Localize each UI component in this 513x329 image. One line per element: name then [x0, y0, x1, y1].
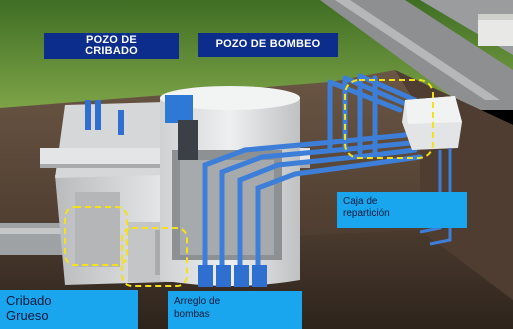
- label-caja-reparticion: Caja de repartición: [337, 192, 467, 228]
- pump-motor-block: [165, 95, 193, 123]
- highlight-bombas: [121, 227, 188, 287]
- label-arreglo-bombas: Arreglo de bombas: [168, 291, 302, 329]
- highlight-cribado: [64, 206, 128, 266]
- pump-units: [198, 265, 267, 287]
- highlight-boxes: [64, 79, 434, 287]
- road-edge: [335, 0, 500, 100]
- building: [478, 18, 513, 46]
- discharge-pipes: [202, 73, 423, 273]
- label-pozo-cribado: POZO DE CRIBADO: [44, 33, 179, 59]
- building-roof: [478, 14, 513, 20]
- screening-chamber-left: [75, 192, 120, 267]
- highlight-caja: [344, 79, 434, 159]
- label-pozo-bombeo: POZO DE BOMBEO: [198, 33, 338, 57]
- label-cribado-grueso: Cribado Grueso: [0, 290, 138, 329]
